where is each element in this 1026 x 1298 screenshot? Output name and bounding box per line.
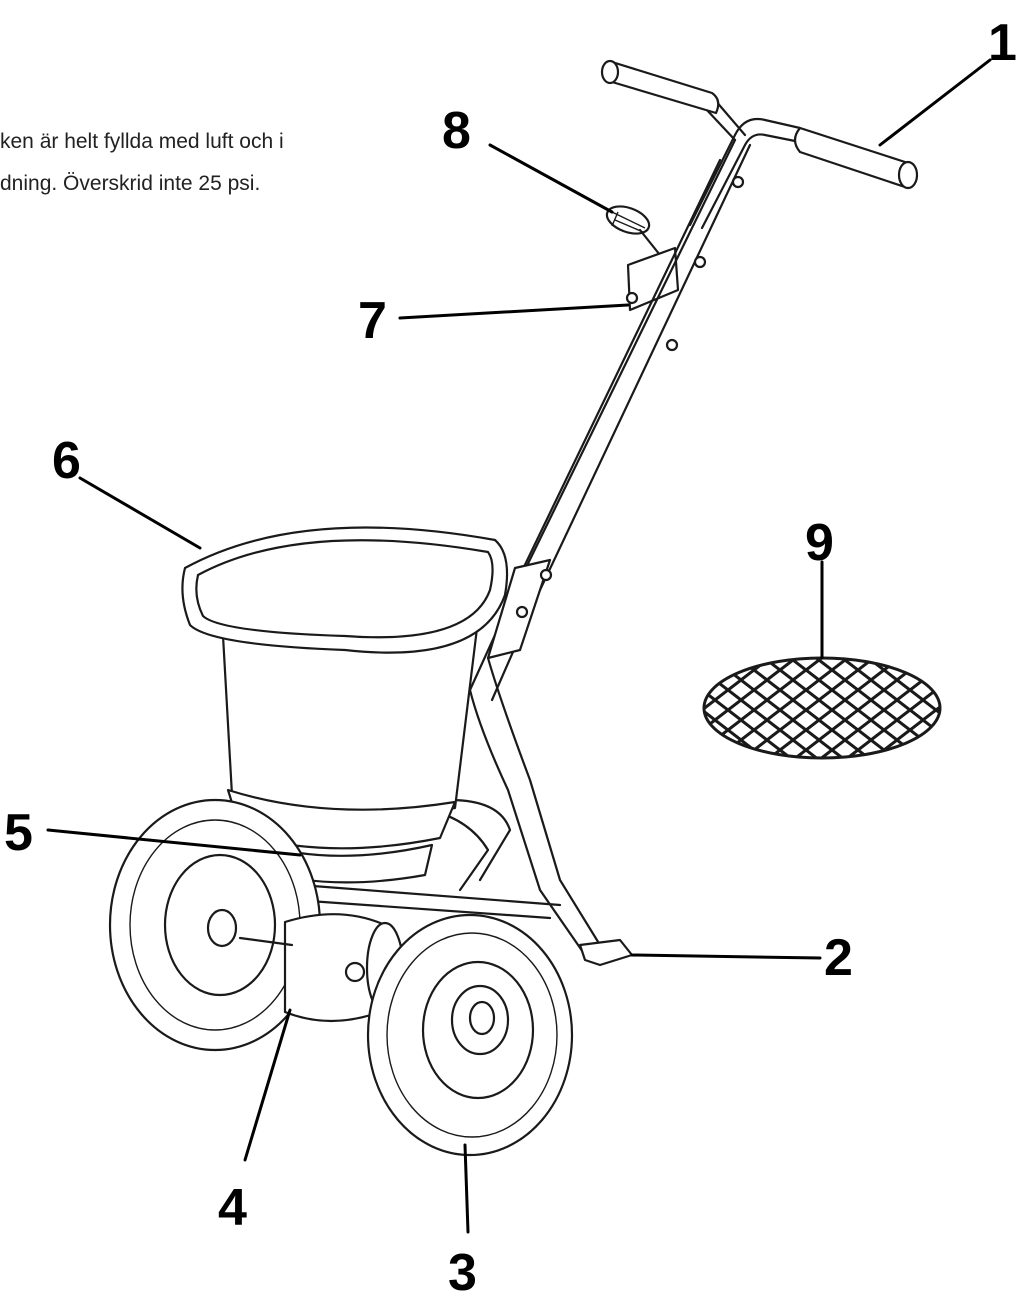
- kickstand-foot: [578, 938, 634, 967]
- callout-7: 7: [358, 292, 387, 350]
- caption-line-2: dning. Överskrid inte 25 psi.: [0, 172, 261, 195]
- caption-line-1: ken är helt fyllda med luft och i: [0, 130, 284, 153]
- callout-8: 8: [442, 102, 471, 160]
- callout-3: 3: [448, 1244, 477, 1298]
- leader-lines: [46, 58, 992, 1234]
- handle: [600, 59, 919, 230]
- callout-9: 9: [805, 514, 834, 572]
- frame: [293, 138, 752, 957]
- callout-numbers: 1 2 3 4 5 6 7 8 9: [4, 14, 1017, 1298]
- wheel-right: [366, 913, 574, 1157]
- callout-5: 5: [4, 804, 33, 862]
- callout-1: 1: [988, 14, 1017, 72]
- wheel-left: [108, 798, 322, 1052]
- hopper-screen: [702, 656, 942, 760]
- callout-4: 4: [218, 1179, 247, 1237]
- callout-6: 6: [52, 432, 81, 490]
- callout-2: 2: [824, 929, 853, 987]
- control-lever: [605, 205, 680, 312]
